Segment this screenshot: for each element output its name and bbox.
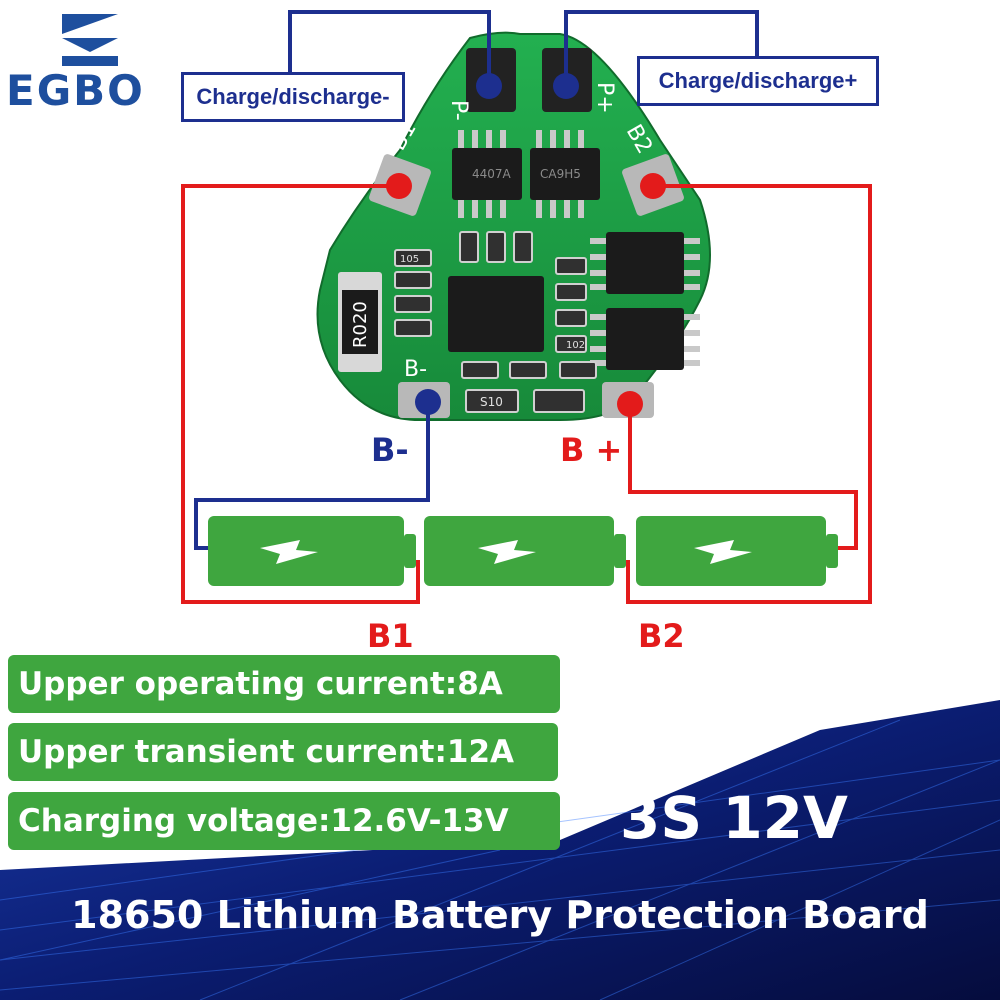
wire-nodes (386, 73, 666, 417)
callout-charge-discharge-minus: Charge/discharge- (181, 72, 405, 122)
chip-marking-1: CA9H5 (540, 167, 581, 181)
resistor-marking: R020 (350, 301, 371, 348)
pad-label-b-plus: B+ (670, 379, 704, 404)
battery-cell-1 (208, 516, 416, 586)
title-3s-12v: 3S 12V (620, 784, 848, 852)
spec-transient-current: Upper transient current:12A (8, 723, 558, 781)
battery-cell-3 (636, 516, 838, 586)
battery-pack (208, 516, 838, 586)
smd-marking-2: 102 (566, 340, 585, 351)
smd-marking-1: S10 (480, 395, 503, 409)
pad-label-b-minus: B- (404, 357, 427, 382)
battery-cell-2 (424, 516, 626, 586)
background-banner (0, 700, 1000, 1000)
spec-operating-current: Upper operating current:8A (8, 655, 560, 713)
brand-logo-icon (62, 14, 118, 66)
callout-charge-discharge-plus: Charge/discharge+ (637, 56, 879, 106)
smd-marking-3: 105 (400, 254, 419, 265)
label-b-plus: B + (560, 431, 623, 469)
title-product-name: 18650 Lithium Battery Protection Board (71, 893, 929, 937)
label-b1: B1 (367, 617, 414, 655)
pad-label-p-minus: P- (446, 100, 471, 121)
brand-logo-text: EGBO (6, 66, 145, 115)
pad-label-p-plus: P+ (592, 82, 617, 114)
label-b2: B2 (638, 617, 685, 655)
spec-charging-voltage: Charging voltage:12.6V-13V (8, 792, 560, 850)
wiring (181, 10, 872, 604)
chip-marking-2: 4407A (472, 167, 512, 181)
label-b-minus: B- (371, 431, 409, 469)
